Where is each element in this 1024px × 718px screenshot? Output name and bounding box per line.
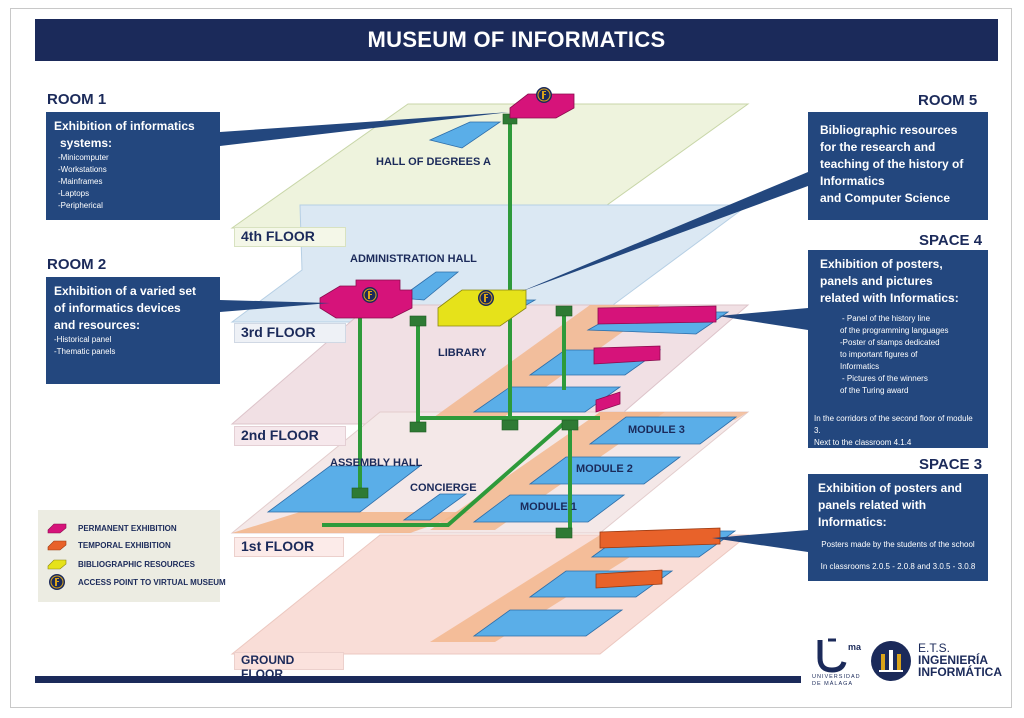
room2-line: and resources:: [54, 318, 141, 332]
ets-line: INFORMÁTICA: [918, 665, 1002, 679]
bibliographic-swatch-icon: [47, 559, 67, 570]
space4-item: -Poster of stamps dedicated: [840, 338, 940, 347]
room5-info-box: Bibliographic resources for the research…: [808, 112, 988, 220]
legend-temporal: TEMPORAL EXHIBITION: [46, 537, 171, 553]
room5-line: teaching of the history of: [820, 157, 964, 171]
room5-line: and Computer Science: [820, 191, 951, 205]
space4-item: to important figures of: [840, 350, 918, 359]
access-point-icon: [49, 574, 65, 590]
space3-line: Exhibition of posters and: [818, 481, 963, 495]
floor-label-3rd: 3rd FLOOR: [234, 323, 346, 343]
space4-item: - Panel of the history line: [842, 314, 931, 323]
space3-note: Posters made by the students of the scho…: [821, 540, 975, 549]
uma-logo: ma: [817, 638, 862, 673]
space4-note: Next to the classroom 4.1.4: [814, 438, 912, 447]
floor-label-ground: GROUND FLOOR: [234, 652, 344, 681]
space3-heading: SPACE 3: [919, 456, 983, 473]
room1-item: -Mainframes: [58, 177, 103, 186]
room2-line: Exhibition of a varied set: [54, 284, 197, 298]
space4-item: of the programming languages: [840, 326, 949, 335]
room1-heading: ROOM 1: [47, 91, 107, 108]
poster-frame: [10, 8, 1012, 708]
room5-line: Bibliographic resources: [820, 123, 958, 137]
space3-line: panels related with: [818, 498, 927, 512]
room1-item: -Peripherical: [58, 201, 103, 210]
ets-line: INGENIERÍA: [918, 653, 989, 667]
room1-line: Exhibition of informatics: [54, 119, 195, 133]
room2-info-box: Exhibition of a varied set of informatic…: [46, 277, 220, 384]
uma-text: UNIVERSIDAD DE MÁLAGA: [812, 674, 872, 688]
space3-line: Informatics:: [818, 515, 887, 529]
room2-line: of informatics devices: [54, 301, 181, 315]
ets-logo: [871, 641, 911, 681]
module3-label: MODULE 3: [628, 424, 685, 436]
uma-line: UNIVERSIDAD: [812, 674, 861, 680]
room1-info-box: Exhibition of informatics systems: -Mini…: [46, 112, 220, 220]
space4-line: Exhibition of posters,: [820, 257, 943, 271]
floor-label-2nd: 2nd FLOOR: [234, 426, 346, 446]
concierge-label: CONCIERGE: [410, 482, 477, 494]
uma-line: DE MÁLAGA: [812, 681, 854, 687]
legend-bibliographic: BIBLIOGRAPHIC RESOURCES: [46, 556, 195, 572]
space4-info-box: Exhibition of posters, panels and pictur…: [808, 250, 988, 448]
hall-of-degrees-label: HALL OF DEGREES A: [376, 156, 491, 168]
legend-permanent: PERMANENT EXHIBITION: [46, 520, 177, 536]
permanent-swatch-icon: [47, 523, 67, 534]
temporal-swatch-icon: [47, 540, 67, 551]
module2-label: MODULE 2: [576, 463, 633, 475]
room2-heading: ROOM 2: [47, 256, 107, 273]
administration-hall-label: ADMINISTRATION HALL: [350, 253, 477, 265]
uma-superscript: ma: [848, 642, 862, 652]
module1-label: MODULE 1: [520, 501, 577, 513]
space4-line: related with Informatics:: [820, 291, 959, 305]
space4-item: - Pictures of the winners: [842, 374, 928, 383]
space4-note: In the corridors of the second floor of …: [814, 414, 973, 435]
room5-heading: ROOM 5: [918, 92, 978, 109]
legend-access: ACCESS POINT TO VIRTUAL MUSEUM: [46, 574, 226, 590]
space4-heading: SPACE 4: [919, 232, 983, 249]
access-point-icon: [361, 286, 379, 304]
room1-line: systems:: [60, 136, 113, 150]
space4-line: panels and pictures: [820, 274, 933, 288]
access-point-icon: [535, 86, 553, 104]
space4-item: of the Turing award: [840, 386, 909, 395]
floor-label-1st: 1st FLOOR: [234, 537, 344, 557]
room2-item: -Thematic panels: [54, 347, 116, 356]
room5-line: Informatics: [820, 174, 885, 188]
footer-bar: [35, 676, 801, 683]
space4-item: Informatics: [840, 362, 880, 371]
library-label: LIBRARY: [438, 347, 487, 359]
space3-info-box: Exhibition of posters and panels related…: [808, 474, 988, 581]
ets-text: E.T.S. INGENIERÍA INFORMÁTICA: [918, 642, 1002, 678]
access-point-icon: [477, 289, 495, 307]
floor-label-4th: 4th FLOOR: [234, 227, 346, 247]
legend: PERMANENT EXHIBITION TEMPORAL EXHIBITION…: [38, 510, 226, 602]
room1-item: -Minicomputer: [58, 153, 109, 162]
room2-item: -Historical panel: [54, 335, 112, 344]
room5-line: for the research and: [820, 140, 936, 154]
page-title: MUSEUM OF INFORMATICS: [35, 19, 998, 61]
room1-item: -Workstations: [58, 165, 107, 174]
room1-item: -Laptops: [58, 189, 90, 198]
ets-line: E.T.S.: [918, 641, 951, 655]
assembly-hall-label: ASSEMBLY HALL: [330, 457, 423, 469]
space3-note: In classrooms 2.0.5 - 2.0.8 and 3.0.5 - …: [820, 562, 976, 571]
